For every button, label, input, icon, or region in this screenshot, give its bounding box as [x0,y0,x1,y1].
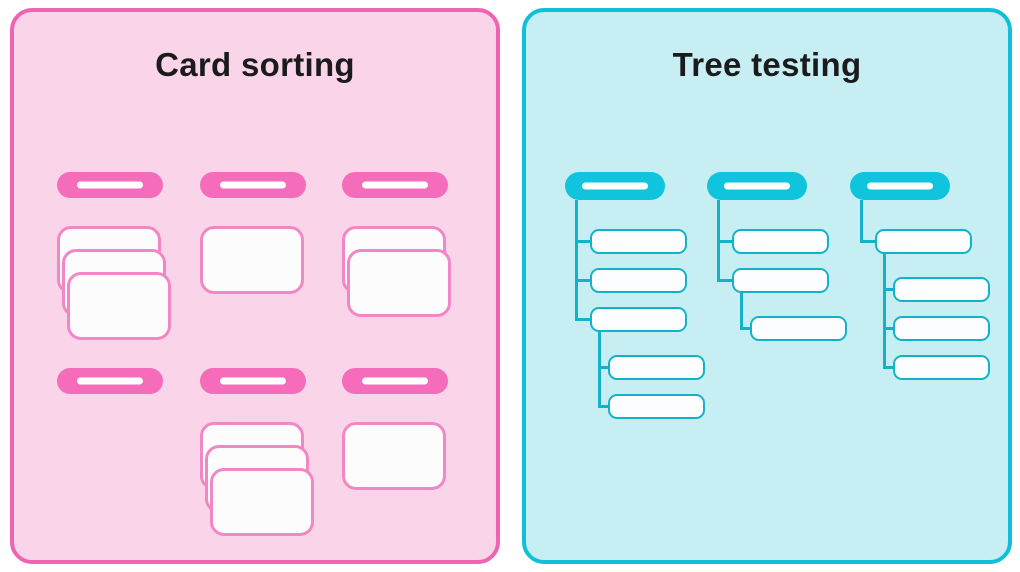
card [210,468,314,536]
label-placeholder-bar [362,181,428,189]
tree-node [732,268,829,293]
tree-connector-line [717,279,732,282]
card [67,272,171,340]
tree [850,172,1000,380]
card [342,422,446,490]
label-placeholder-bar [220,181,286,189]
label-placeholder-bar [867,182,933,190]
card-group [342,172,462,317]
group-label-pill [200,368,306,394]
tree-node [732,229,829,254]
trees-container [526,12,1008,560]
card-group [200,172,320,294]
card [200,226,304,294]
tree-node [608,394,705,419]
tree-node [893,277,990,302]
tree-node [750,316,847,341]
card-group [57,172,177,340]
label-placeholder-bar [724,182,790,190]
card [347,249,451,317]
tree-node [893,316,990,341]
group-label-pill [57,172,163,198]
tree-node [590,307,687,332]
tree-node [893,355,990,380]
card-group [342,368,462,490]
tree-connector-line [883,288,893,291]
tree-node [590,229,687,254]
card-groups-container [14,12,496,560]
tree-connector-line [740,293,743,329]
card-group [57,368,177,394]
tree-testing-panel: Tree testing [522,8,1012,564]
card-group [200,368,320,536]
tree-root-pill [565,172,665,200]
tree-root-pill [707,172,807,200]
group-label-pill [342,172,448,198]
tree-connector-line [598,405,608,408]
label-placeholder-bar [362,377,428,385]
tree-node [875,229,972,254]
tree [707,172,857,341]
card-sorting-title: Card sorting [155,46,355,83]
tree-connector-line [883,327,893,330]
tree-connector-line [883,254,886,368]
tree-connector-line [740,327,750,330]
tree-connector-line [575,200,578,320]
label-placeholder-bar [582,182,648,190]
tree-node [608,355,705,380]
group-label-pill [57,368,163,394]
group-label-pill [342,368,448,394]
label-placeholder-bar [77,377,143,385]
tree-connector-line [883,366,893,369]
tree-connector-line [598,366,608,369]
tree-connector-line [575,279,590,282]
group-label-pill [200,172,306,198]
tree-root-pill [850,172,950,200]
tree-node [590,268,687,293]
tree-connector-line [717,240,732,243]
label-placeholder-bar [77,181,143,189]
tree-connector-line [860,240,875,243]
tree-connector-line [575,240,590,243]
tree-connector-line [717,200,720,281]
label-placeholder-bar [220,377,286,385]
tree-connector-line [575,318,590,321]
tree-testing-title: Tree testing [672,46,862,83]
tree-connector-line [860,200,863,242]
tree [565,172,715,419]
card-sorting-panel: Card sorting [10,8,500,564]
tree-connector-line [598,332,601,407]
